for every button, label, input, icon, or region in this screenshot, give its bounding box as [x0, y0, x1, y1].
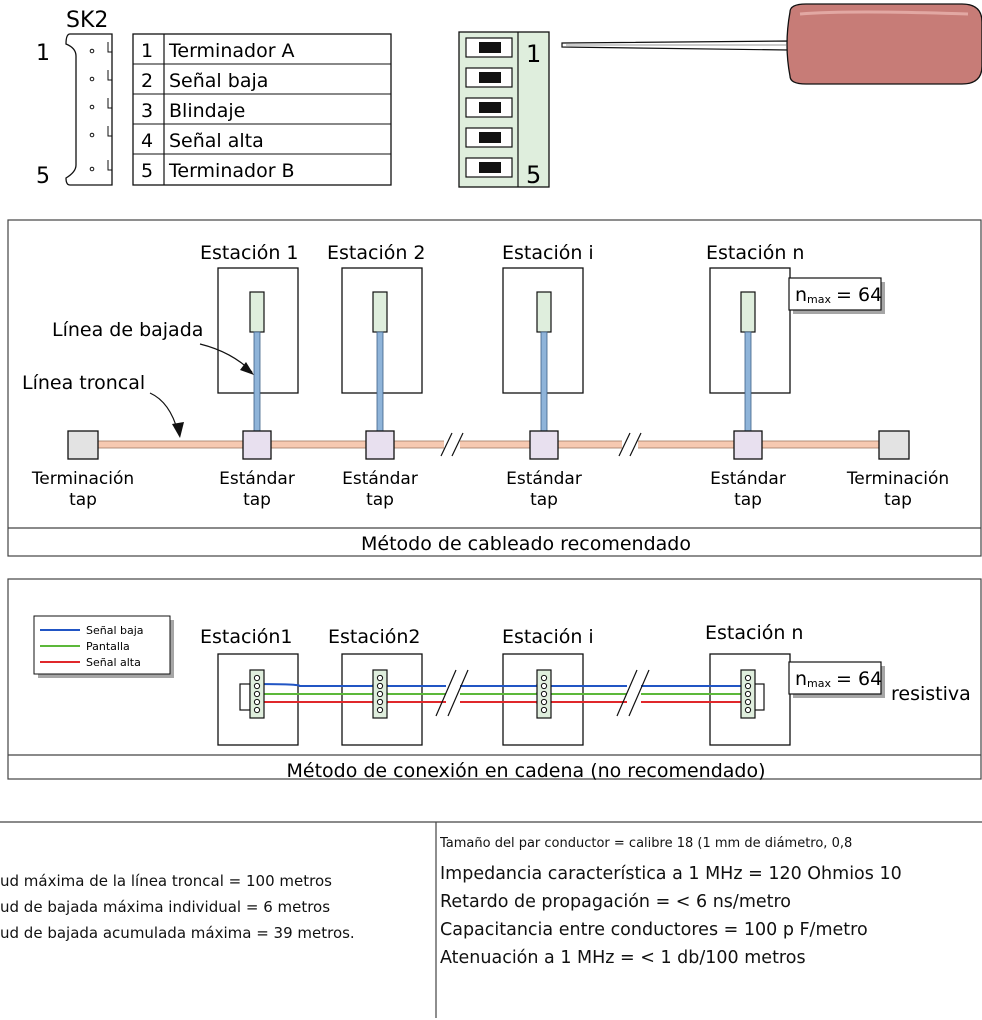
pin-table	[132, 33, 392, 186]
nmax-n: n	[795, 668, 807, 690]
screwdriver-icon	[561, 3, 982, 85]
station-connector	[372, 291, 388, 333]
tap-label: Terminación	[31, 469, 134, 489]
sk2-connector: SK2 1 5 1 Terminador A 2 Señal baja 3 Bl…	[36, 8, 392, 189]
pin-number: 3	[141, 100, 153, 122]
pin-label: Señal alta	[169, 130, 264, 152]
drop-lines	[253, 331, 752, 436]
legend-label: Pantalla	[86, 640, 130, 653]
dip-switch-knob	[479, 132, 501, 143]
nmax-n: n	[795, 284, 807, 306]
dip-switch-knob	[479, 42, 501, 53]
spec-line: Impedancia característica a 1 MHz = 120 …	[440, 864, 902, 884]
spec-line: Atenuación a 1 MHz = < 1 db/100 metros	[440, 948, 806, 968]
station-label: Estación1	[200, 626, 292, 648]
station-terminal-strip	[740, 669, 756, 719]
sk2-title: SK2	[66, 8, 108, 33]
dip-switch-knob	[479, 102, 501, 113]
nmax-box	[788, 277, 882, 311]
terminator-tap	[878, 430, 910, 460]
plug-contacts	[89, 42, 112, 172]
tap-label: tap	[243, 490, 271, 510]
recommended-wiring-panel: Método de cableado recomendado Estación …	[7, 219, 982, 557]
station-label: Estación i	[502, 626, 594, 648]
station-label: Estación i	[502, 242, 594, 264]
standard-tap	[242, 430, 272, 460]
spec-line: ud de bajada máxima individual = 6 metro…	[0, 898, 331, 916]
pin-label: Blindaje	[169, 100, 245, 122]
daisy-chain-panel: Método de conexión en cadena (no recomen…	[7, 578, 982, 782]
pin-label: Señal baja	[169, 70, 268, 92]
station-label: Estación 2	[327, 242, 426, 264]
spec-line: ud de bajada acumulada máxima = 39 metro…	[0, 924, 355, 942]
daisy-caption: Método de conexión en cadena (no recomen…	[286, 760, 765, 782]
tap-label: tap	[366, 490, 394, 510]
trunk-line-label: Línea troncal	[22, 372, 145, 394]
legend-label: Señal baja	[86, 624, 144, 637]
tap-label: tap	[69, 490, 97, 510]
wire-legend: Señal baja Pantalla Señal alta	[33, 615, 174, 678]
nmax-sub: max	[807, 677, 831, 690]
spec-line: Capacitancia entre conductores = 100 p F…	[440, 920, 868, 940]
end-terminator	[239, 683, 251, 711]
pin-number: 2	[141, 70, 153, 92]
station-label: Estación 1	[200, 242, 299, 264]
pin-label: Terminador B	[168, 160, 295, 182]
nmax-box	[788, 661, 882, 695]
station-label: Estación n	[705, 622, 803, 644]
spec-line-small: Tamaño del par conductor = calibre 18 (1…	[440, 836, 853, 851]
tap-label: tap	[530, 490, 558, 510]
station-terminal-strip	[249, 669, 265, 719]
trunk-length-specs: ud máxima de la línea troncal = 100 metr…	[0, 822, 436, 1020]
station-connector	[249, 291, 265, 333]
station-label: Estación2	[328, 626, 420, 648]
nmax-value: = 64	[830, 284, 882, 306]
tap-label: tap	[734, 490, 762, 510]
station-terminal-strip	[536, 669, 552, 719]
dip-switch-knob	[479, 72, 501, 83]
pin-label: Terminador A	[168, 40, 295, 62]
standard-tap	[365, 430, 395, 460]
plug-body	[65, 33, 113, 186]
terminator-tap	[67, 430, 99, 460]
tap-label: Estándar	[219, 469, 295, 489]
standard-tap	[529, 430, 559, 460]
tap-label: Terminación	[846, 469, 949, 489]
cable-electrical-specs: Tamaño del par conductor = calibre 18 (1…	[436, 822, 982, 1020]
tap-label: Estándar	[506, 469, 582, 489]
spec-line: ud máxima de la línea troncal = 100 metr…	[0, 872, 332, 890]
switch-first-label: 1	[526, 40, 541, 68]
termination-switch-block: 1 5	[458, 31, 550, 189]
pin-last-label: 5	[36, 164, 50, 189]
tap-label: tap	[884, 490, 912, 510]
pin-number: 4	[141, 130, 153, 152]
station-terminal-strip	[372, 669, 388, 719]
tap-label: Estándar	[710, 469, 786, 489]
spec-line: Retardo de propagación = < 6 ns/metro	[440, 892, 792, 912]
pin-first-label: 1	[36, 41, 50, 66]
station-connector	[536, 291, 552, 333]
overflow-label: resistiva	[891, 683, 971, 705]
station-label: Estación n	[706, 242, 804, 264]
pin-number: 1	[141, 40, 153, 62]
pin-number: 5	[141, 160, 153, 182]
dip-switch-knob	[479, 162, 501, 173]
recommended-caption: Método de cableado recomendado	[361, 533, 691, 555]
station-connector	[740, 291, 756, 333]
nmax-sub: max	[807, 293, 831, 306]
switch-last-label: 5	[526, 161, 541, 189]
standard-tap	[733, 430, 763, 460]
drop-line-label: Línea de bajada	[52, 319, 203, 341]
tap-label: Estándar	[342, 469, 418, 489]
legend-label: Señal alta	[86, 656, 141, 669]
nmax-value: = 64	[830, 668, 882, 690]
